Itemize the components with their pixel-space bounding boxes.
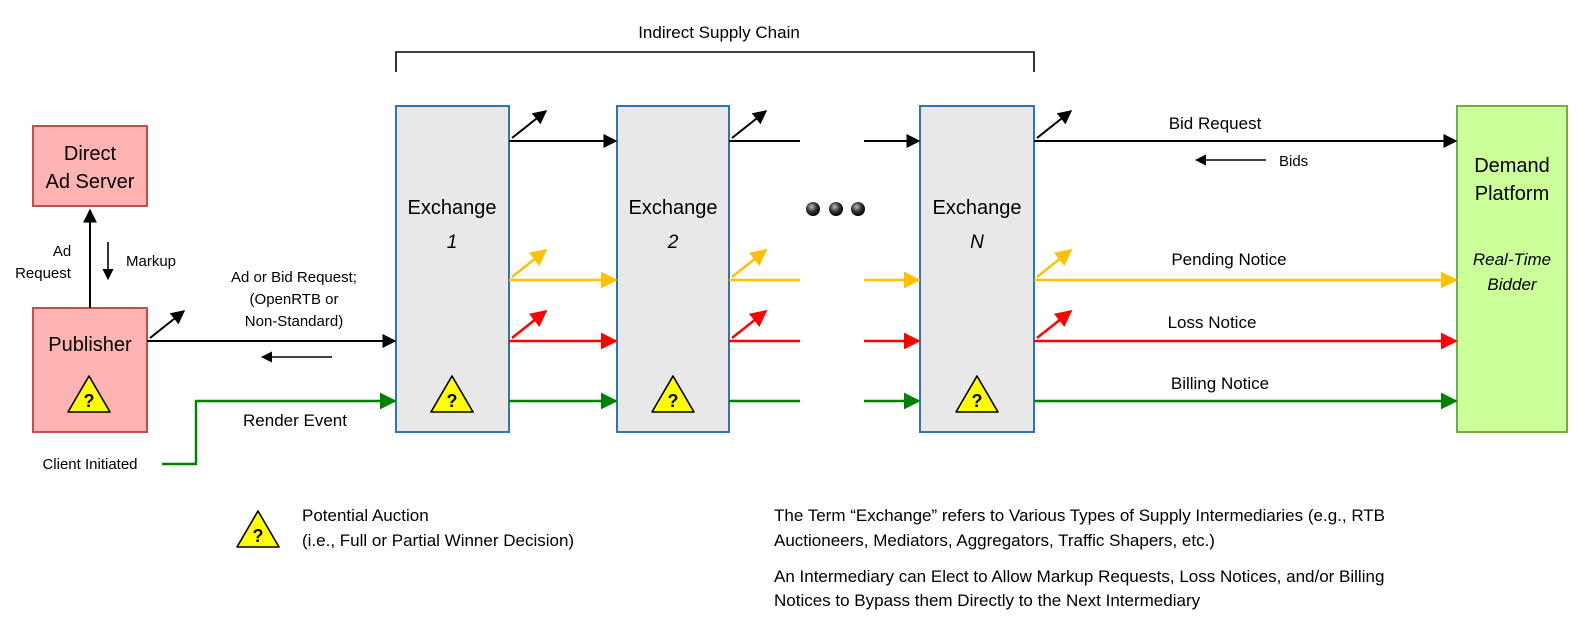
- note-term-line1: The Term “Exchange” refers to Various Ty…: [774, 506, 1385, 525]
- svg-text:?: ?: [447, 391, 458, 411]
- svg-text:?: ?: [84, 391, 95, 411]
- ellipsis-dot-2: [829, 202, 843, 216]
- ad-request-label-1: Ad: [53, 243, 71, 260]
- demand-platform-sub1: Real-Time: [1473, 250, 1551, 269]
- render-event-arrow: [162, 392, 397, 466]
- billing-notice-label: Billing Notice: [1171, 374, 1269, 393]
- demand-platform-box: Demand Platform Real-Time Bidder: [1456, 105, 1568, 433]
- ad-or-bid-label-2: (OpenRTB or: [250, 291, 339, 308]
- loss-notice-label: Loss Notice: [1168, 313, 1257, 332]
- direct-ad-server-line1: Direct: [64, 143, 117, 165]
- bid-request-lines: [509, 110, 1458, 148]
- legend-auction-line1: Potential Auction: [302, 506, 429, 525]
- exchange-n-title: Exchange: [933, 197, 1022, 219]
- exchange-2-num: 2: [667, 232, 679, 253]
- exchange-n-num: N: [970, 232, 984, 253]
- bracket-label: Indirect Supply Chain: [638, 23, 800, 42]
- bid-request-label: Bid Request: [1169, 114, 1262, 133]
- exchange-1-num: 1: [447, 232, 458, 253]
- loss-notice-lines: [509, 309, 1458, 350]
- direct-ad-server-line2: Ad Server: [46, 171, 135, 193]
- ellipsis-dots: [806, 202, 865, 216]
- supply-chain-bracket: Indirect Supply Chain: [395, 23, 1035, 72]
- note-term-line2: Auctioneers, Mediators, Aggregators, Tra…: [774, 531, 1215, 550]
- markup-label: Markup: [126, 253, 176, 270]
- ad-or-bid-label-1: Ad or Bid Request;: [231, 269, 357, 286]
- svg-text:?: ?: [668, 391, 679, 411]
- ad-request-label-2: Request: [15, 265, 72, 282]
- legend-warning-icon: ?: [236, 510, 280, 548]
- publisher-label: Publisher: [48, 334, 132, 356]
- ad-or-bid-label-3: Non-Standard): [245, 313, 343, 330]
- warning-icon-exchange-n: ?: [955, 375, 999, 413]
- demand-platform-line2: Platform: [1475, 183, 1549, 205]
- svg-text:?: ?: [972, 391, 983, 411]
- publisher-request-arrow: [147, 310, 397, 348]
- svg-text:?: ?: [253, 526, 264, 546]
- ellipsis-dot-1: [806, 202, 820, 216]
- note-bypass-line2: Notices to Bypass them Directly to the N…: [774, 591, 1201, 610]
- bids-label: Bids: [1279, 153, 1308, 170]
- render-event-label: Render Event: [243, 411, 347, 430]
- client-initiated-label: Client Initiated: [42, 456, 137, 473]
- exchange-2-box: Exchange 2: [616, 105, 730, 433]
- publisher-box: Publisher: [32, 307, 148, 433]
- exchange-1-title: Exchange: [408, 197, 497, 219]
- warning-icon-exchange-2: ?: [651, 375, 695, 413]
- legend-auction-line2: (i.e., Full or Partial Winner Decision): [302, 531, 574, 550]
- demand-platform-line1: Demand: [1474, 155, 1550, 177]
- pending-notice-lines: [509, 248, 1458, 289]
- warning-icon-publisher: ?: [67, 375, 111, 413]
- ellipsis-dot-3: [851, 202, 865, 216]
- note-bypass-line1: An Intermediary can Elect to Allow Marku…: [774, 567, 1384, 586]
- pending-notice-label: Pending Notice: [1171, 250, 1286, 269]
- direct-ad-server-box: Direct Ad Server: [32, 125, 148, 207]
- exchange-2-title: Exchange: [629, 197, 718, 219]
- warning-icon-exchange-1: ?: [430, 375, 474, 413]
- demand-platform-sub2: Bidder: [1487, 275, 1537, 294]
